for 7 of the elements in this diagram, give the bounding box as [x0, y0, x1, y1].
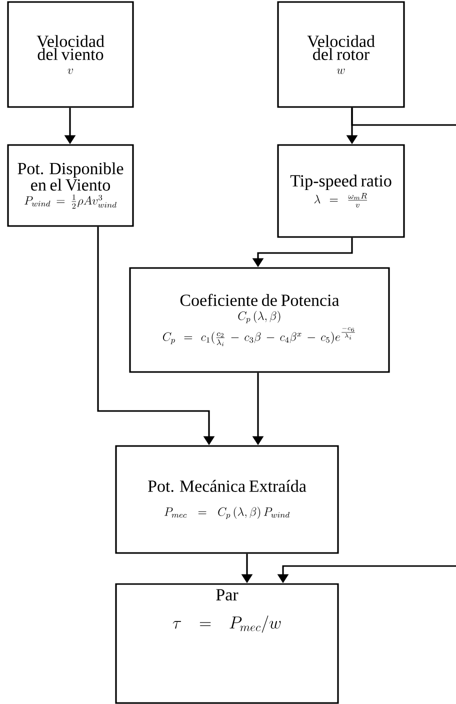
process-box: Coeficiente de Potencia $C_{p}\left(\lambda, \beta\right)$ $C_{p} = c_{1}(\frac{c_{2}}{\lambda_{i}} - c_{3}\beta - c_{4}\beta^{x} - c_{5})e^{\frac{-c_{6}}{\lambda_{i}}}$: [129, 267, 390, 373]
process-box: Tip-speed ratio $\lambda = \frac{\omega_{m} R}{v}$: [277, 144, 405, 238]
process-box: Pot. Mecánica Extraída $P_{mec} = C_{p}\left(\lambda, \beta\right) P_{wind}$: [115, 445, 339, 554]
process-box: Pot. Disponible en el Viento $P_{wind} = \frac{1}{2}\rho A v^{3}_{wind}$: [7, 144, 134, 227]
process-box: Velocidad del rotor $w$: [277, 1, 405, 108]
process-box: Velocidad del viento $v$: [7, 1, 134, 108]
process-box: Par $\tau = P_{mec} / w$: [115, 583, 339, 704]
